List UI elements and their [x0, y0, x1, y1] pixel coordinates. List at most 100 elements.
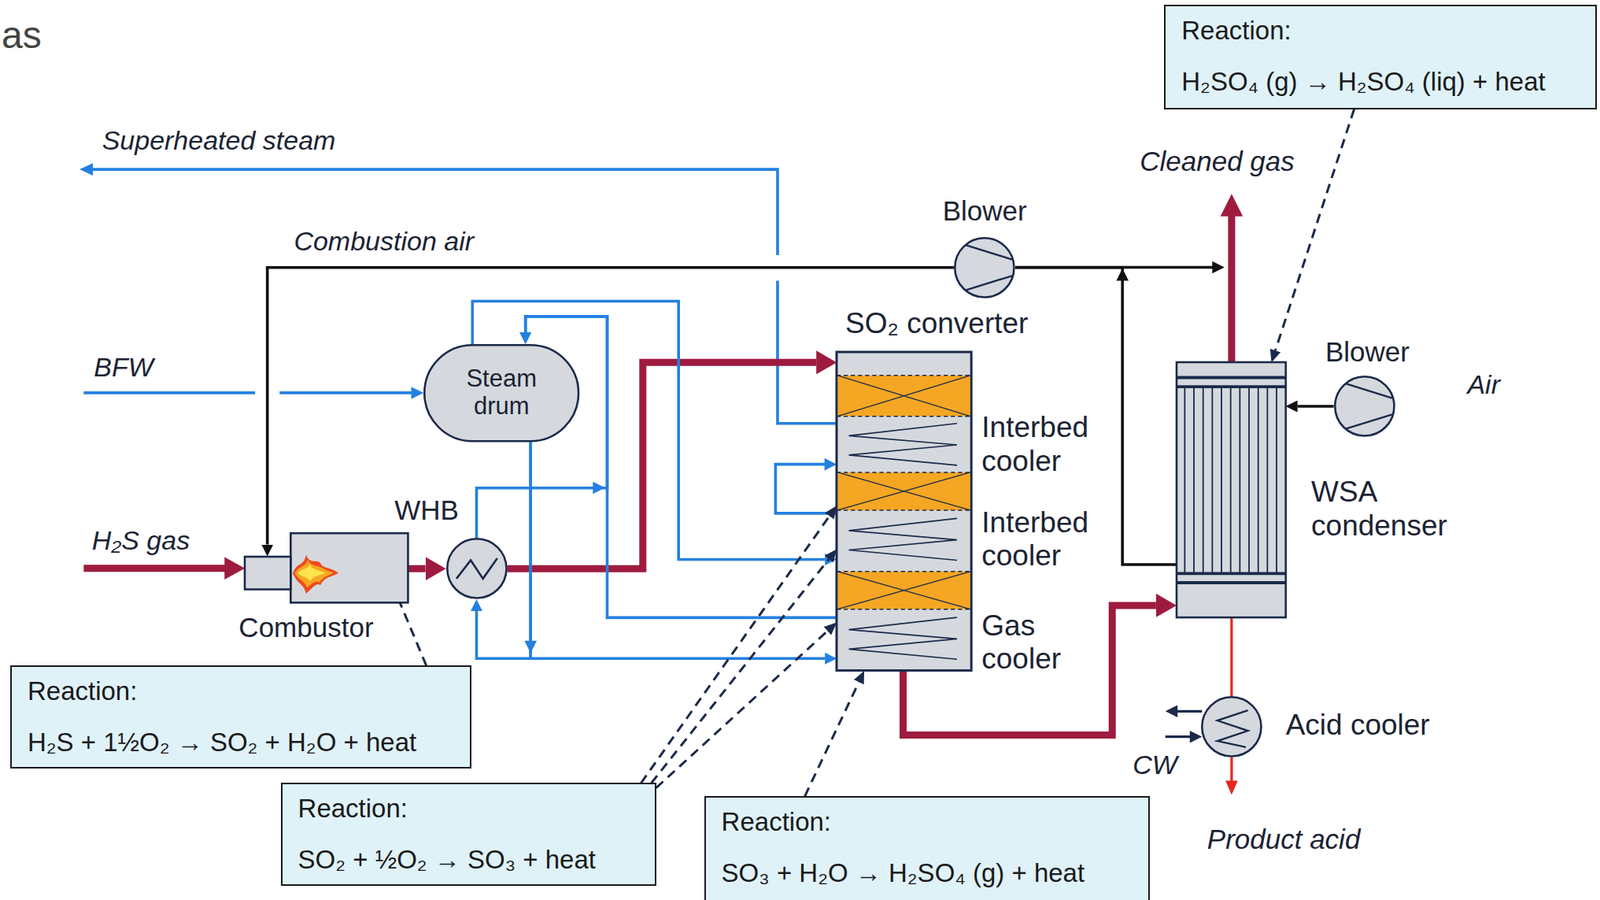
- shape-rect: [837, 375, 971, 417]
- shape-circle: [1334, 376, 1394, 436]
- reaction-equation: SO₂ + ½O₂ → SO₃ + heat: [298, 843, 640, 876]
- callout-heading: Reaction:: [1181, 14, 1580, 47]
- flow-label: Cleaned gas: [1139, 145, 1295, 178]
- node-label: Steam drum: [454, 365, 549, 420]
- blower-outline: [953, 236, 1016, 299]
- reaction-callout: Reaction: SO₂ + ½O₂ → SO₃ + heat: [280, 782, 657, 886]
- cooler-outline: [1200, 695, 1263, 758]
- shape-rect: [244, 556, 291, 589]
- shape-path: [295, 558, 334, 587]
- node-label: WSA condenser: [1311, 475, 1465, 543]
- flow-label: as: [1, 14, 42, 58]
- shape-path: [292, 554, 339, 593]
- arrowhead: [224, 557, 245, 581]
- shape-path: [837, 472, 971, 510]
- shape-path: [966, 244, 1013, 290]
- heat-boiler: WHB: [446, 537, 508, 599]
- shape-path: [1184, 386, 1277, 573]
- arrowhead: [1225, 779, 1238, 795]
- shape-rect: [291, 532, 409, 603]
- reaction-callout: Reaction: H₂S + 1½O₂ → SO₂ + H₂O + heat: [10, 665, 472, 769]
- arrowhead: [411, 386, 425, 400]
- shape-path: [837, 375, 971, 417]
- shape-path: [837, 571, 971, 610]
- acid-line: [1230, 757, 1233, 783]
- node-label: Blower: [1325, 336, 1410, 368]
- water-line: [83, 391, 255, 395]
- blower-symbol: Blower: [1333, 375, 1396, 437]
- steam-lines: [83, 169, 837, 514]
- flow-label: Interbed cooler: [981, 411, 1112, 479]
- flow-label: BFW: [93, 351, 154, 383]
- arrowhead: [1212, 261, 1225, 274]
- shape-rect: [837, 472, 971, 510]
- gas-line: [1227, 214, 1235, 363]
- leader-line: [651, 558, 830, 783]
- flow-label: Interbed cooler: [981, 506, 1112, 573]
- shape-path: [1176, 377, 1286, 584]
- shape-rect: [836, 351, 972, 671]
- reaction-equation: H₂S + 1½O₂ → SO₂ + H₂O + heat: [27, 726, 455, 758]
- flow-label: Air: [1466, 369, 1501, 400]
- shape-polyline: [849, 617, 958, 659]
- condenser-outline: [1176, 362, 1286, 618]
- shape-rect: [424, 344, 579, 441]
- node-label: WHB: [394, 494, 459, 526]
- shape-polyline: [1217, 709, 1249, 747]
- shape-path: [836, 571, 972, 610]
- steam-drum: Steam drum: [423, 343, 580, 442]
- whb-outline: [446, 537, 508, 599]
- steam-arrowheads: [79, 162, 837, 653]
- air-lines: [1015, 261, 1225, 281]
- node-label: SO₂ converter: [845, 306, 1028, 341]
- reaction-callout: Reaction: SO₃ + H₂O → H₂SO₄ (g) + heat: [704, 795, 1151, 900]
- shape-polyline: [849, 423, 958, 466]
- gas-line: [83, 564, 227, 572]
- flow-label: Combustion air: [293, 226, 474, 258]
- blower-outline: [1333, 375, 1396, 437]
- shape-rect: [1176, 362, 1286, 618]
- callout-heading: Reaction:: [298, 792, 640, 825]
- leader-line: [656, 630, 828, 788]
- shape-rect: [837, 571, 971, 610]
- leader-line: [399, 600, 427, 666]
- reaction-equation: H₂SO₄ (g) → H₂SO₄ (liq) + heat: [1181, 66, 1580, 98]
- reaction-equation: SO₃ + H₂O → H₂SO₄ (g) + heat: [721, 857, 1134, 889]
- steam-line: [775, 464, 837, 514]
- cooling-water: [1165, 704, 1203, 743]
- blower-symbol: Blower: [953, 236, 1016, 299]
- flow-connector: [530, 441, 825, 658]
- callout-heading: Reaction:: [27, 675, 455, 707]
- shape-circle: [1201, 697, 1261, 757]
- steam-line: [777, 280, 837, 423]
- node-label: Acid cooler: [1285, 707, 1431, 742]
- arrowhead: [79, 162, 93, 176]
- arrowhead: [1189, 730, 1203, 743]
- converter-vessel: SO₂ converter: [836, 351, 972, 671]
- shape-rect: [836, 351, 972, 671]
- shape-polyline: [849, 518, 958, 561]
- combustor-outline: [244, 556, 408, 589]
- water-line: [279, 391, 413, 395]
- shape-path: [836, 375, 972, 417]
- shape-path: [1345, 383, 1392, 429]
- node-label: Blower: [942, 195, 1028, 227]
- leader-line: [805, 681, 860, 796]
- flow-label: Gas cooler: [981, 609, 1112, 677]
- flow-label: Superheated steam: [102, 125, 337, 156]
- acid-cooler: Acid cooler: [1200, 695, 1263, 758]
- callout-heading: Reaction:: [721, 805, 1134, 838]
- shape-path: [836, 472, 972, 510]
- leader-line: [641, 515, 830, 783]
- node-label: Combustor: [238, 611, 374, 643]
- shape-polyline: [456, 557, 498, 579]
- flow-connector: [1230, 617, 1233, 696]
- water-line: [1175, 709, 1203, 713]
- flow-label: H₂S gas: [92, 525, 190, 557]
- flow-connector: [1297, 404, 1334, 408]
- flow-connector: [408, 565, 426, 573]
- arrowhead: [1220, 193, 1244, 217]
